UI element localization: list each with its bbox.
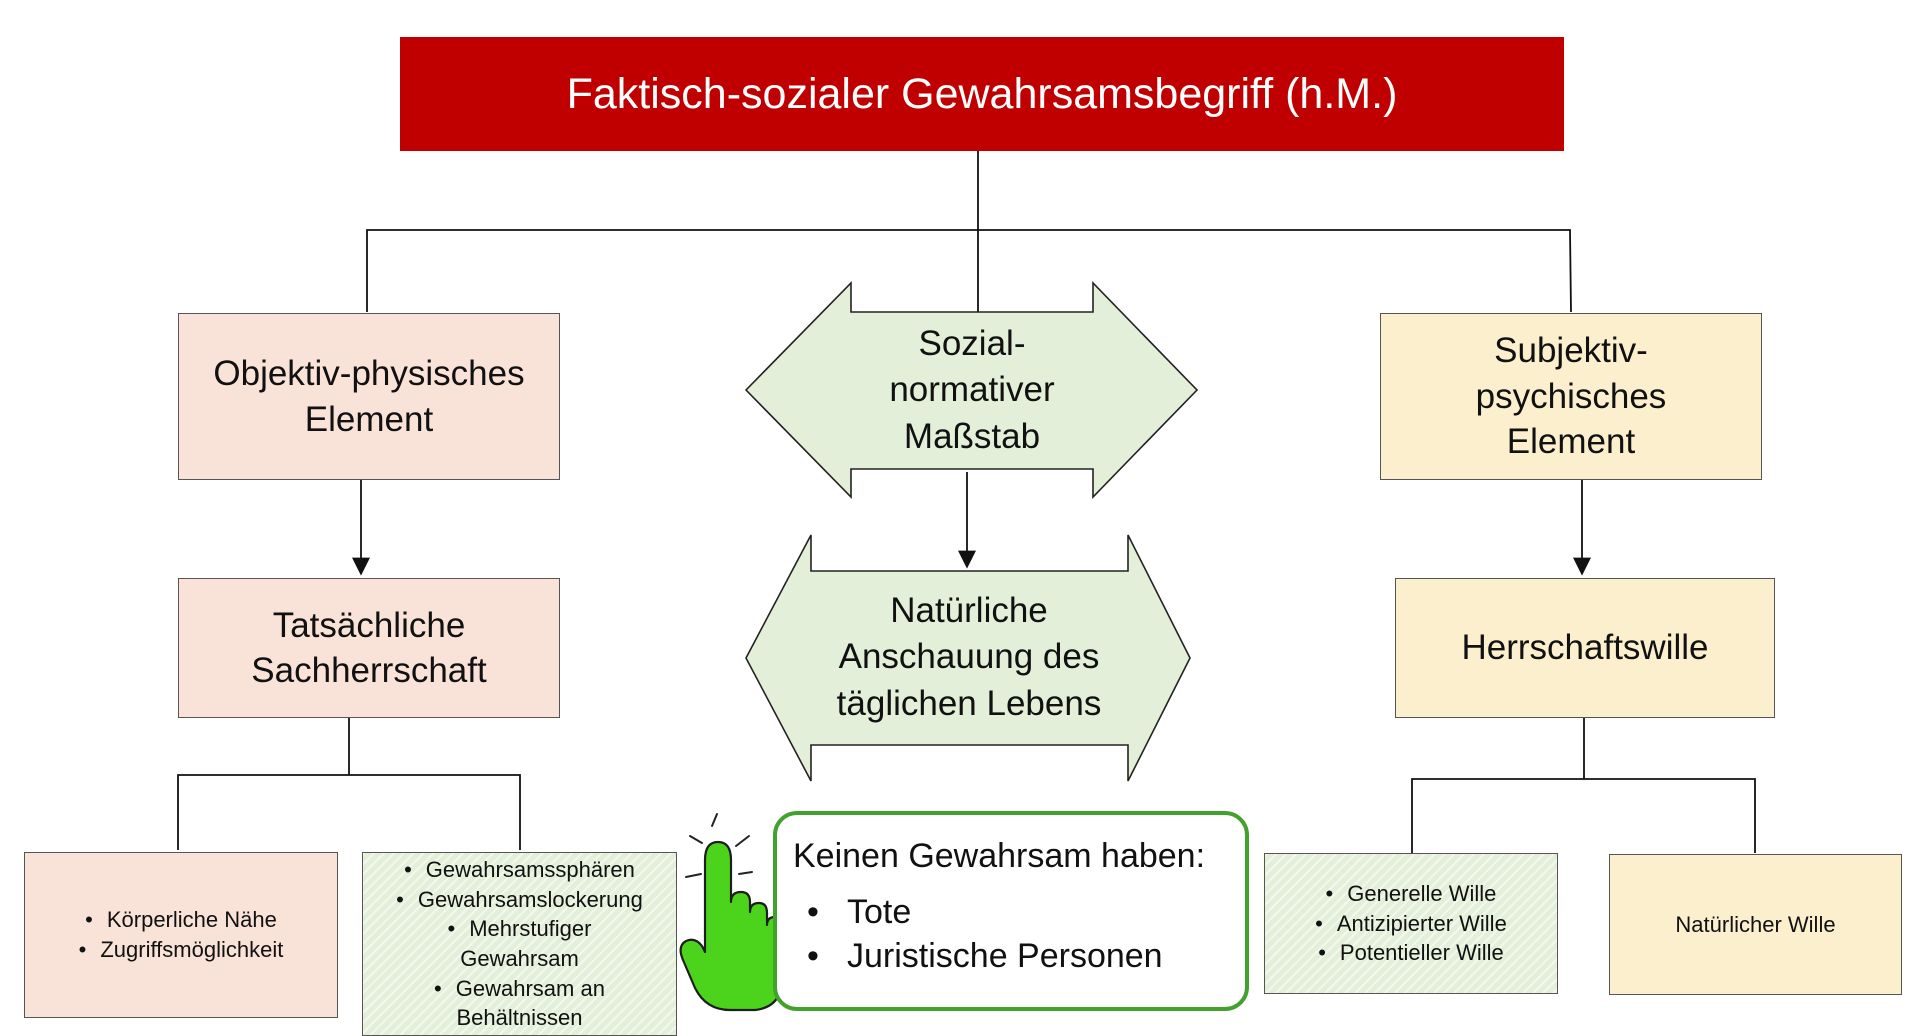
list-item-continuation: Behältnissen [456, 1005, 583, 1031]
list-item: Mehrstufiger [396, 914, 643, 944]
social-normative-line2: normativer [889, 370, 1055, 410]
will-to-control-text: Herrschaftswille [1461, 628, 1709, 668]
natural-view-line1: Natürliche [890, 590, 1048, 630]
list-item: Potentieller Wille [1315, 938, 1507, 968]
actual-control-box: Tatsächliche Sachherrschaft [178, 578, 560, 718]
social-normative-line1: Sozial- [918, 323, 1026, 363]
social-normative-line3: Maßstab [903, 416, 1041, 456]
natural-view-line2: Anschauung des [838, 637, 1100, 677]
no-custody-box: Keinen Gewahrsam haben: •Tote •Juristisc… [773, 811, 1249, 1011]
social-normative-label: Sozial- normativer Maßstab [851, 318, 1093, 463]
list-item: •Juristische Personen [793, 934, 1245, 978]
natural-view-line3: täglichen Lebens [836, 683, 1102, 723]
list-item: Körperliche Nähe [79, 905, 284, 935]
physical-proximity-box: Körperliche Nähe Zugriffsmöglichkeit [24, 852, 338, 1018]
subjective-element-line2: psychisches [1475, 376, 1667, 416]
objective-element-line1: Objektiv-physisches [213, 354, 525, 393]
subjective-element-line3: Element [1506, 422, 1636, 462]
list-item: Gewahrsamslockerung [396, 885, 643, 915]
list-item: Gewahrsam an [396, 974, 643, 1004]
natural-will-text: Natürlicher Wille [1675, 911, 1836, 937]
subjective-element-line1: Subjektiv- [1494, 331, 1648, 371]
natural-view-label: Natürliche Anschauung des täglichen Lebe… [790, 585, 1148, 730]
actual-control-line2: Sachherrschaft [251, 651, 487, 690]
list-item: •Tote [793, 890, 1245, 934]
list-item: Antizipierter Wille [1315, 909, 1507, 939]
list-item-text: Juristische Personen [847, 937, 1163, 976]
actual-control-line1: Tatsächliche [272, 605, 466, 645]
list-item: Zugriffsmöglichkeit [79, 935, 283, 965]
list-item: Generelle Wille [1315, 879, 1507, 909]
list-item-continuation: Gewahrsam [460, 946, 579, 971]
objective-element-line2: Element [304, 399, 434, 439]
pointing-hand-icon [679, 813, 785, 1012]
top-branch-connector [366, 229, 1572, 313]
left-branch-connector [177, 774, 521, 850]
diagram-title-text: Faktisch-sozialer Gewahrsamsbegriff (h.M… [566, 69, 1398, 118]
natural-will-box: Natürlicher Wille [1609, 854, 1902, 995]
general-will-box: Generelle Wille Antizipierter Wille Pote… [1264, 853, 1558, 994]
list-item-text: Tote [847, 893, 912, 931]
custody-spheres-box: Gewahrsamssphären Gewahrsamslockerung Me… [362, 852, 677, 1036]
no-custody-title: Keinen Gewahrsam haben: [793, 837, 1206, 875]
diagram-title: Faktisch-sozialer Gewahrsamsbegriff (h.M… [400, 37, 1564, 151]
subjective-element-box: Subjektiv- psychisches Element [1380, 313, 1762, 480]
double-arrow-natural-view [745, 534, 1191, 782]
double-arrow-social-normative [744, 281, 1199, 499]
right-branch-connector [1411, 778, 1756, 853]
will-to-control-box: Herrschaftswille [1395, 578, 1775, 718]
list-item: Gewahrsamssphären [396, 855, 643, 885]
objective-element-box: Objektiv-physisches Element [178, 313, 560, 480]
